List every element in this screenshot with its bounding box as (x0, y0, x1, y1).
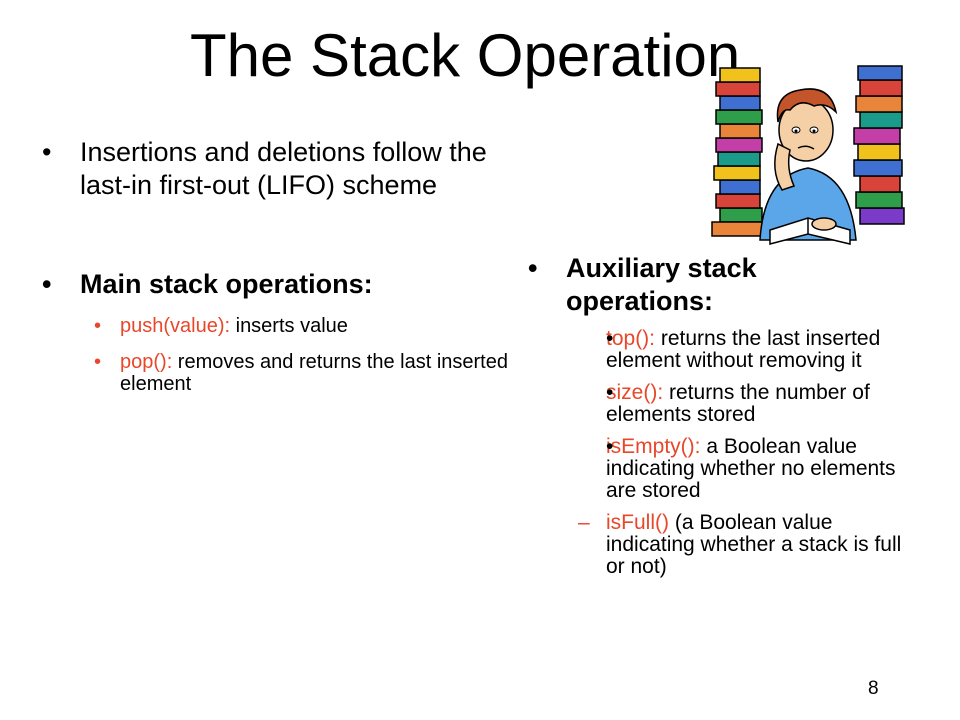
op-desc: (a Boolean value indicating whether a st… (606, 511, 902, 578)
main-ops-list: push(value): inserts value pop(): remove… (94, 315, 525, 395)
op-name: pop(): (120, 351, 173, 373)
main-op-item: push(value): inserts value (94, 315, 525, 337)
aux-op-item: isFull() (a Boolean value indicating whe… (578, 511, 906, 578)
op-desc: returns the last inserted element withou… (606, 327, 881, 372)
aux-op-item: top(): returns the last inserted element… (606, 328, 906, 372)
aux-ops-list: top(): returns the last inserted element… (578, 328, 906, 578)
student-with-books-illustration (711, 65, 905, 245)
op-desc: removes and returns the last inserted el… (120, 351, 508, 395)
op-name: push(value): (120, 315, 231, 337)
intro-bullet: Insertions and deletions follow the last… (42, 136, 525, 202)
op-name: isFull() (606, 511, 669, 534)
op-desc: a Boolean value indicating whether no el… (606, 435, 896, 502)
left-column: Insertions and deletions follow the last… (42, 136, 525, 395)
main-op-item: pop(): removes and returns the last inse… (94, 351, 525, 395)
aux-ops-heading: Auxiliary stack operations: (528, 252, 906, 318)
op-name: size(): (606, 381, 664, 404)
page-number: 8 (868, 678, 879, 699)
op-name: top(): (606, 327, 656, 350)
intro-text: Insertions and deletions follow the last… (80, 137, 487, 200)
op-desc: inserts value (230, 315, 348, 337)
slide-title: The Stack Operation (190, 22, 741, 89)
op-desc: returns the number of elements stored (606, 381, 870, 426)
aux-op-item: isEmpty(): a Boolean value indicating wh… (606, 436, 906, 502)
right-column: Auxiliary stack operations: top(): retur… (528, 252, 906, 578)
op-name: isEmpty(): (606, 435, 701, 458)
aux-op-item: size(): returns the number of elements s… (606, 382, 906, 426)
main-ops-heading: Main stack operations: (42, 268, 525, 301)
